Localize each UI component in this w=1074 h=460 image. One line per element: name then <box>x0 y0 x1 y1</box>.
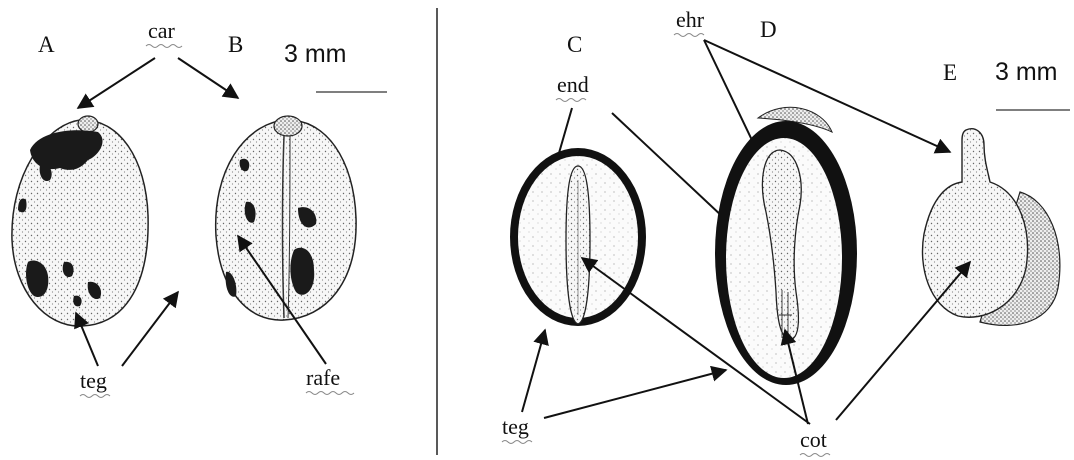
arrow-teg-to-d <box>544 370 726 418</box>
arrow-teg-to-c <box>522 330 545 412</box>
label-teg-left: teg <box>80 368 107 393</box>
label-rafe-underline <box>306 392 354 395</box>
label-end: end <box>557 72 589 97</box>
arrow-car-to-a <box>78 58 155 108</box>
panel-label-c: C <box>567 32 582 57</box>
seed-b-drawing <box>216 116 356 320</box>
label-teg-left-underline <box>80 395 110 398</box>
label-teg-right: teg <box>502 414 529 439</box>
label-rafe: rafe <box>306 365 340 390</box>
label-ehr: ehr <box>676 7 705 32</box>
panel-label-a: A <box>38 32 55 57</box>
label-end-underline <box>556 99 586 102</box>
label-cot-underline <box>800 454 830 457</box>
label-ehr-underline <box>674 34 704 37</box>
seed-e-drawing <box>922 129 1059 326</box>
seed-c-drawing <box>510 148 646 326</box>
seed-a-drawing <box>12 116 148 326</box>
panel-label-d: D <box>760 17 777 42</box>
label-car: car <box>148 18 176 43</box>
label-teg-right-underline <box>502 441 532 444</box>
panel-label-e: E <box>943 60 957 85</box>
scale-label-left: 3 mm <box>284 40 347 68</box>
arrow-cot-to-e <box>836 262 970 420</box>
seed-d-drawing <box>715 107 857 385</box>
arrow-teg-to-gap <box>122 292 178 366</box>
label-cot: cot <box>800 427 827 452</box>
panel-label-b: B <box>228 32 243 57</box>
arrow-car-to-b <box>178 58 238 98</box>
label-car-underline <box>146 45 182 48</box>
scale-label-right: 3 mm <box>995 58 1058 86</box>
arrow-ehr-to-e <box>704 40 950 152</box>
